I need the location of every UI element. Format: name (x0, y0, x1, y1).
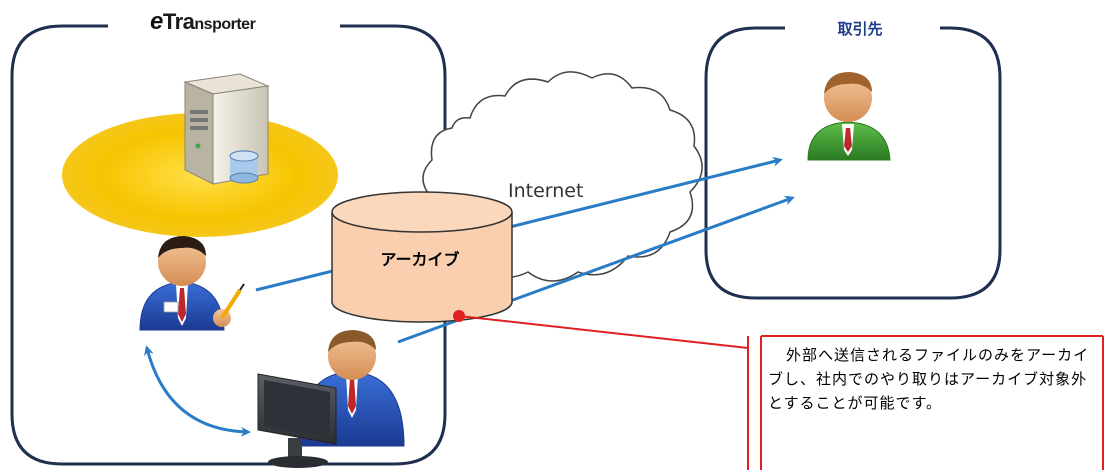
archive-cylinder (331, 191, 513, 323)
person-icon (807, 72, 891, 161)
logo-main: Tra (162, 9, 195, 34)
logo-text: e Tra nsporter (150, 8, 256, 36)
callout-note: 外部へ送信されるファイルのみをアーカイブし、社内でのやり取りはアーカイブ対象外と… (768, 346, 1090, 412)
internet-label: Internet (508, 180, 584, 202)
person-icon (139, 236, 245, 331)
server-icon (183, 73, 270, 185)
archive-label: アーカイブ (380, 250, 460, 269)
partner-title: 取引先 (790, 18, 930, 39)
callout-connector (453, 310, 1104, 470)
partner-frame (704, 26, 1002, 300)
logo-prefix: e (150, 8, 163, 35)
internal-exchange-arrow (144, 345, 251, 437)
etransporter-logo: e Tra nsporter (108, 6, 264, 38)
computer-icon (257, 330, 405, 468)
company-frame (10, 24, 447, 466)
logo-rest: nsporter (194, 16, 256, 33)
